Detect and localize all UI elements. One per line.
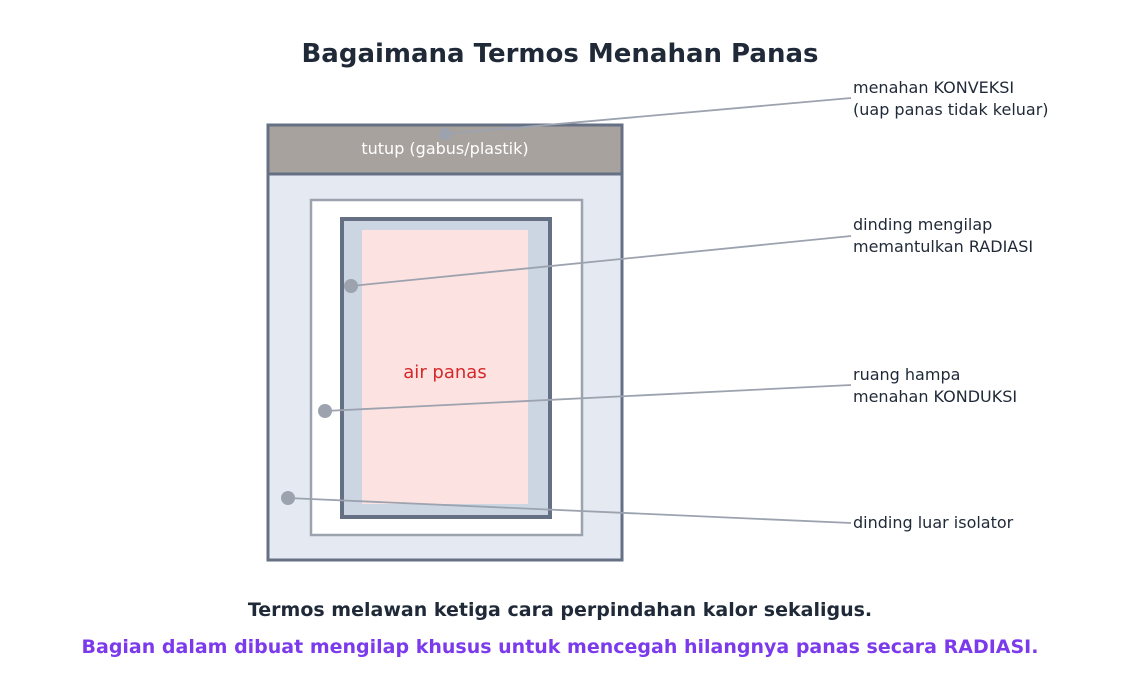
caption-highlight: Bagian dalam dibuat mengilap khusus untu…: [82, 636, 1039, 658]
hot-water: [362, 230, 528, 504]
leader-line-inner-wall: [350, 235, 852, 287]
anchor-dot-inner-wall: [344, 279, 358, 293]
callout-lid-line2: (uap panas tidak keluar): [853, 100, 1049, 119]
anchor-dot-vacuum: [318, 404, 332, 418]
callout-inner-wall-line1: dinding mengilap: [853, 215, 992, 234]
caption-main: Termos melawan ketiga cara perpindahan k…: [248, 599, 872, 621]
water-label: air panas: [403, 362, 486, 383]
leader-line-outer-wall: [287, 497, 852, 524]
callout-lid-line1: menahan KONVEKSI: [853, 78, 1014, 97]
lid-label: tutup (gabus/plastik): [361, 139, 528, 158]
callout-vacuum-line1: ruang hampa: [853, 365, 960, 384]
page-title: Bagaimana Termos Menahan Panas: [301, 39, 818, 69]
leader-line-lid: [444, 97, 852, 135]
callout-inner-wall-line2: memantulkan RADIASI: [853, 237, 1033, 256]
callout-outer-wall-line1: dinding luar isolator: [853, 513, 1014, 532]
callout-vacuum-line2: menahan KONDUKSI: [853, 387, 1017, 406]
leader-line-vacuum: [324, 384, 852, 412]
anchor-dot-outer-wall: [281, 491, 295, 505]
anchor-dot-lid: [439, 128, 451, 140]
